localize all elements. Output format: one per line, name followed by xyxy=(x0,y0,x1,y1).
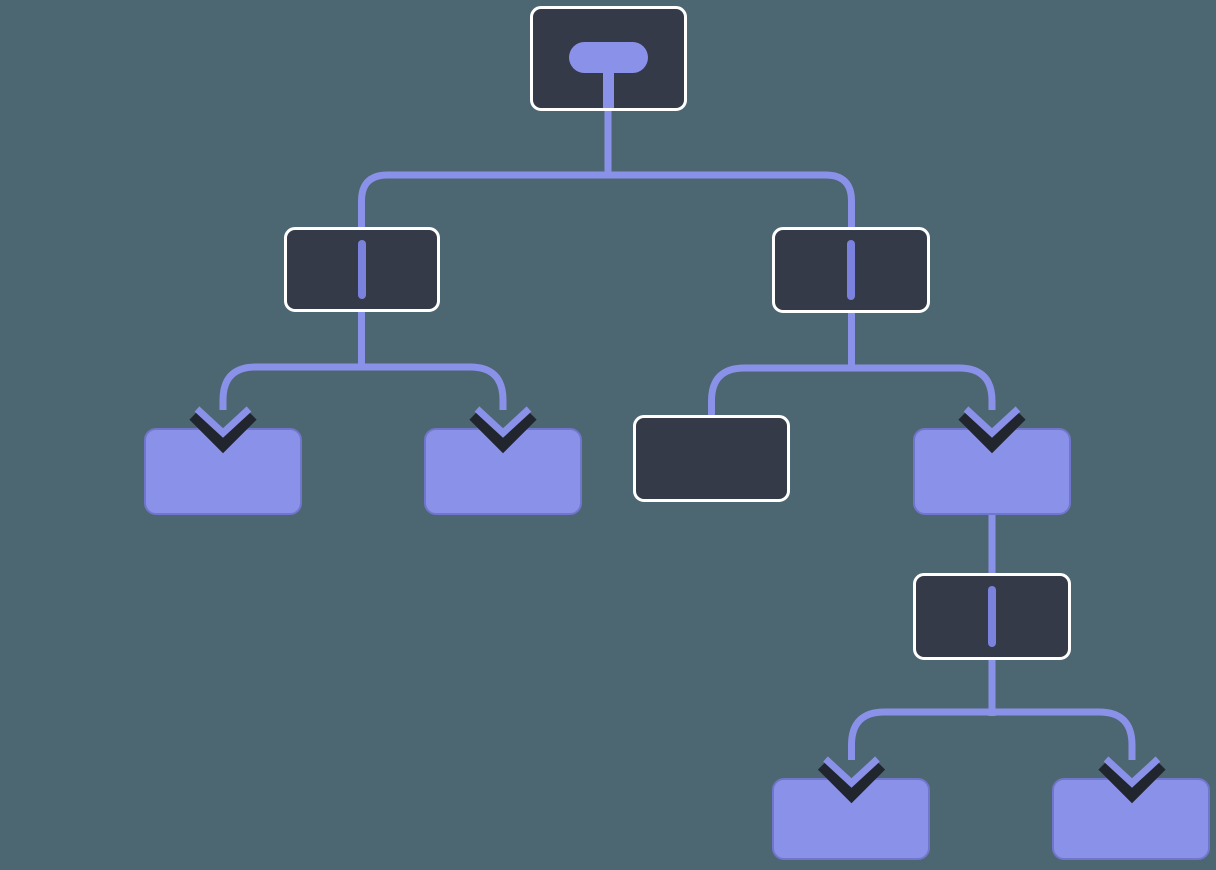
pass-through-line-icon xyxy=(847,240,855,300)
dark-leaf-node[interactable] xyxy=(633,415,790,502)
leaf-node-3[interactable] xyxy=(913,428,1071,515)
branch-node-left[interactable] xyxy=(284,227,440,312)
leaf-node-1[interactable] xyxy=(144,428,302,515)
leaf-node-5[interactable] xyxy=(1052,778,1210,860)
leaf-node-2[interactable] xyxy=(424,428,582,515)
root-glyph-pill-icon xyxy=(569,42,648,73)
pass-through-line-icon xyxy=(358,240,366,299)
root-node[interactable] xyxy=(530,6,687,111)
root-glyph-stem-icon xyxy=(603,69,614,108)
branch-node-right[interactable] xyxy=(772,227,930,313)
leaf-node-4[interactable] xyxy=(772,778,930,860)
branch-node-bottom[interactable] xyxy=(913,573,1071,660)
pass-through-line-icon xyxy=(988,586,996,647)
